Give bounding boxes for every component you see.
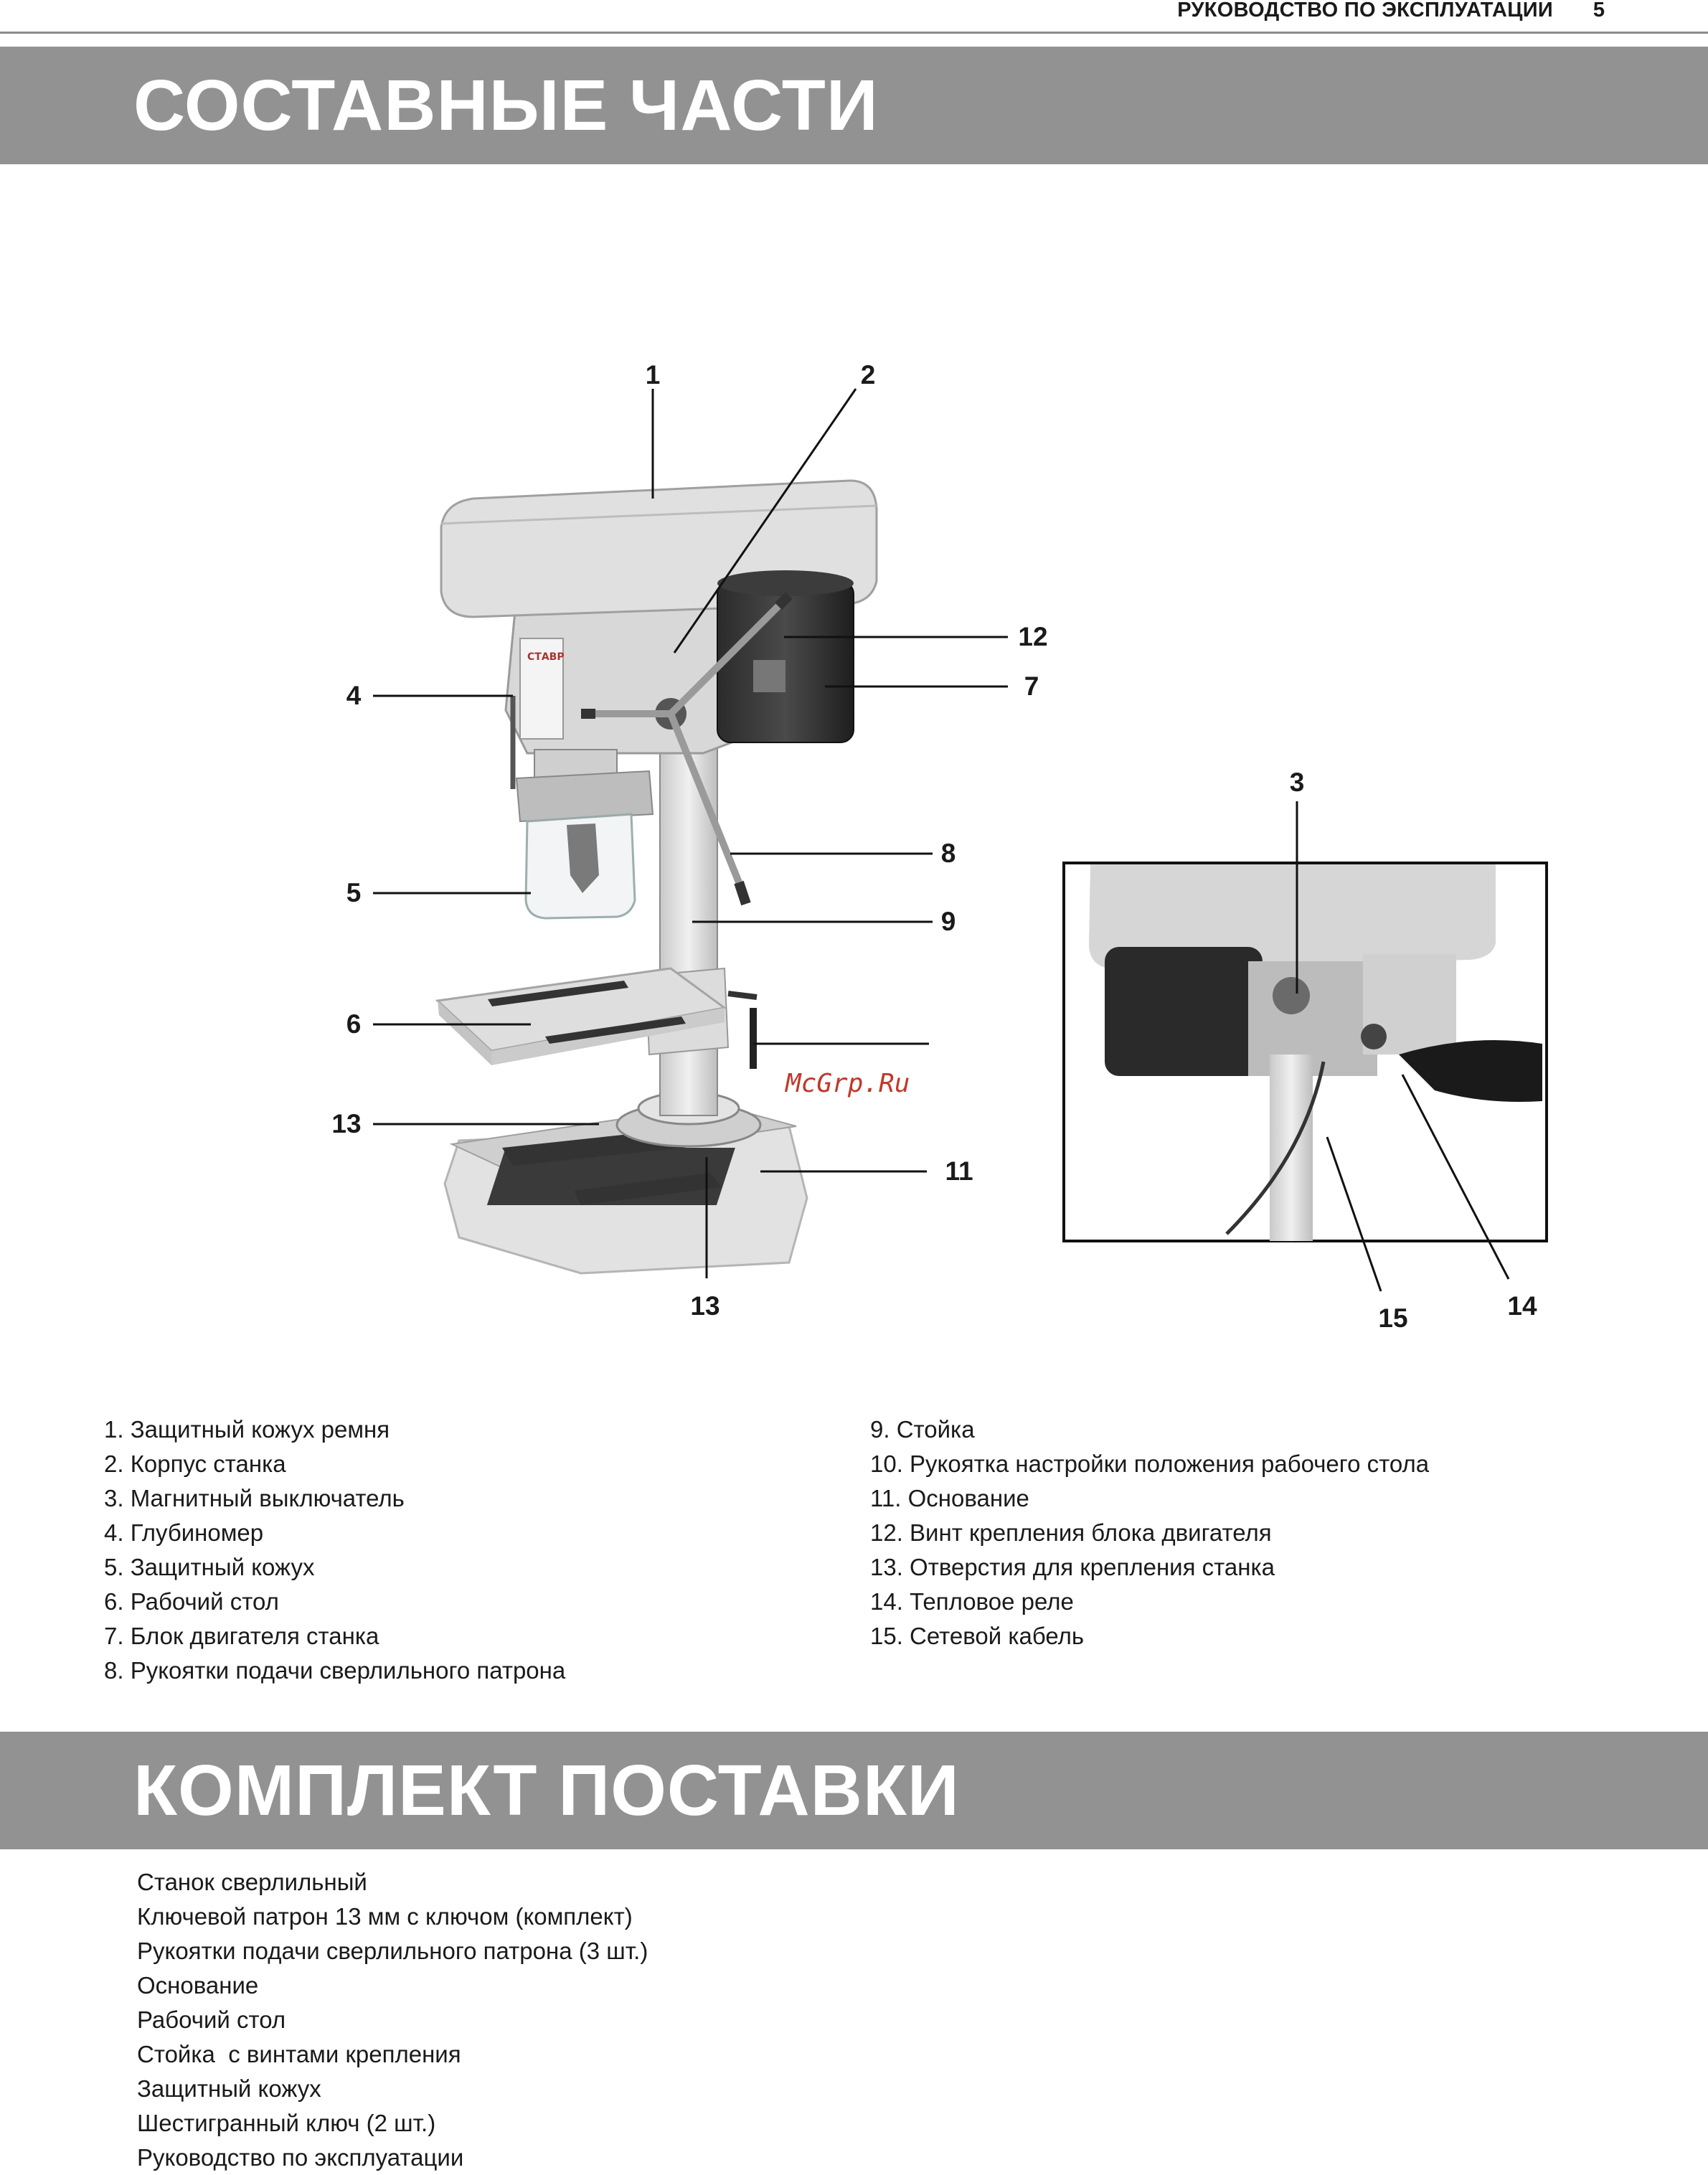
list-item: 7. Блок двигателя станка <box>104 1623 379 1649</box>
header-title: РУКОВОДСТВО ПО ЭКСПЛУАТАЦИИ <box>1177 0 1553 22</box>
list-item: Защитный кожух <box>137 2075 321 2102</box>
callout-1: 1 <box>646 360 661 390</box>
section-title-kit: КОМПЛЕКТ ПОСТАВКИ <box>133 1750 960 1831</box>
list-item: Ключевой патрон 13 мм с ключом (комплект… <box>137 1903 633 1930</box>
watermark: McGrp.Ru <box>784 1069 910 1098</box>
running-header: РУКОВОДСТВО ПО ЭКСПЛУАТАЦИИ 5 <box>0 0 1708 34</box>
list-item: 2. Корпус станка <box>104 1450 286 1477</box>
leader-lines <box>373 388 1008 1278</box>
parts-list-left: 1. Защитный кожух ремня 2. Корпус станка… <box>104 1412 565 1688</box>
list-item: Руководство по эксплуатации <box>137 2144 464 2171</box>
list-item: 5. Защитный кожух <box>104 1554 315 1580</box>
inset-leader-lines <box>1296 801 1510 1292</box>
callout-14: 14 <box>1507 1291 1537 1321</box>
list-item: Рабочий стол <box>137 2006 286 2033</box>
list-item: 15. Сетевой кабель <box>870 1623 1085 1649</box>
list-item: 9. Стойка <box>870 1416 975 1443</box>
list-item: 8. Рукоятки подачи сверлильного патрона <box>104 1657 566 1684</box>
callout-5: 5 <box>346 878 362 907</box>
callout-12: 12 <box>1018 622 1047 651</box>
callout-numbers: 1 2 3 4 5 6 7 8 9 11 12 13 13 14 15 <box>331 360 1537 1333</box>
callout-6: 6 <box>346 1009 362 1039</box>
list-item: 13. Отверстия для крепления станка <box>870 1554 1275 1580</box>
list-item: 10. Рукоятка настройки положения рабочег… <box>870 1450 1430 1477</box>
section-title-parts: СОСТАВНЫЕ ЧАСТИ <box>133 65 879 146</box>
callout-11: 11 <box>945 1156 973 1186</box>
list-item: 14. Тепловое реле <box>870 1588 1074 1615</box>
list-item: 4. Глубиномер <box>104 1519 264 1546</box>
list-item: 12. Винт крепления блока двигателя <box>870 1519 1272 1546</box>
page-number: 5 <box>1593 0 1605 22</box>
list-item: 11. Основание <box>870 1485 1029 1511</box>
list-item: Станок сверлильный <box>137 1869 367 1895</box>
list-item: Основание <box>137 1972 259 1999</box>
callout-3: 3 <box>1290 768 1305 797</box>
callout-2: 2 <box>861 360 876 390</box>
parts-list-right: 9. Стойка 10. Рукоятка настройки положен… <box>870 1412 1429 1653</box>
list-item: Стойка с винтами крепления <box>137 2041 461 2067</box>
list-item: 1. Защитный кожух ремня <box>104 1416 390 1443</box>
callout-15: 15 <box>1378 1303 1407 1333</box>
callout-13-left: 13 <box>331 1109 361 1138</box>
drill-press-diagram: СТАВР <box>331 360 1548 1333</box>
callout-7: 7 <box>1024 671 1039 701</box>
list-item: 3. Магнитный выключатель <box>104 1485 405 1511</box>
section-banner-parts: СОСТАВНЫЕ ЧАСТИ <box>0 47 1708 164</box>
inset-detail-photo <box>1062 862 1548 1242</box>
list-item: Рукоятки подачи сверлильного патрона (3 … <box>137 1938 648 1964</box>
list-item: 6. Рабочий стол <box>104 1588 279 1615</box>
callout-9: 9 <box>941 907 956 936</box>
callout-4: 4 <box>346 681 362 710</box>
callout-13-bottom: 13 <box>690 1291 719 1321</box>
machine-brand-label: СТАВР <box>527 651 565 663</box>
header-rule <box>0 32 1708 34</box>
section-banner-kit: КОМПЛЕКТ ПОСТАВКИ <box>0 1732 1708 1849</box>
list-item: Шестигранный ключ (2 шт.) <box>137 2110 436 2136</box>
kit-list: Станок сверлильный Ключевой патрон 13 мм… <box>137 1865 648 2175</box>
callout-8: 8 <box>941 839 956 868</box>
drill-press-illustration: СТАВР <box>435 479 878 1275</box>
